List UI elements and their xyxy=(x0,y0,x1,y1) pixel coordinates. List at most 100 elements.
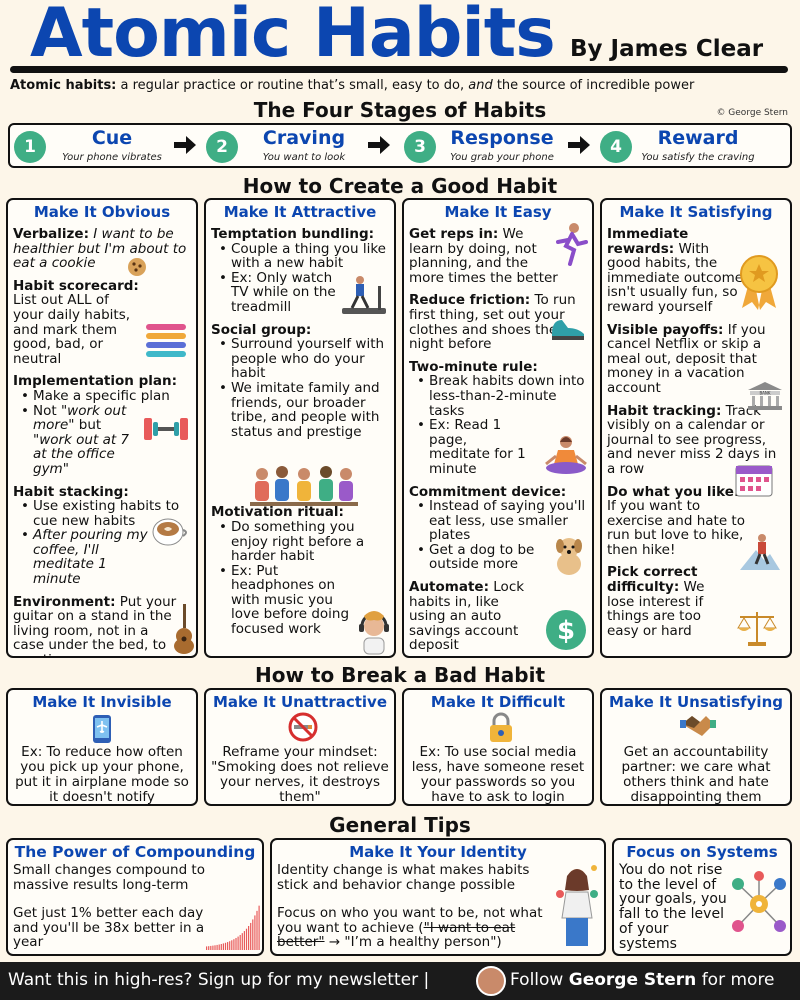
card-title: Make It Unsatisfying xyxy=(608,693,783,711)
stage-name: Craving xyxy=(262,127,346,149)
lock-icon xyxy=(490,712,512,742)
bad-habit-heading: How to Break a Bad Habit xyxy=(254,663,546,687)
growth-bar xyxy=(212,945,214,950)
ritual-tip: Motivation ritual: xyxy=(211,505,389,520)
tip-text: Not xyxy=(33,402,61,419)
tip-text: Focus on who you want to be, not what yo… xyxy=(277,905,543,936)
copyright-credit: © George Stern xyxy=(716,108,788,118)
airplane-mode-phone-icon xyxy=(93,715,111,743)
growth-bar xyxy=(248,926,250,950)
stage-number: 1 xyxy=(14,131,46,163)
stage-example: You grab your phone xyxy=(450,152,554,163)
growth-bar xyxy=(222,943,224,950)
growth-bar xyxy=(237,936,239,950)
temptation-list: Couple a thing you like with a new habit… xyxy=(211,241,389,315)
byline: By James Clear xyxy=(570,36,764,62)
focus-on-systems-card: Focus on Systems You do not rise to the … xyxy=(612,838,792,956)
list-item: After pouring my coffee, I'll meditate 1… xyxy=(21,528,191,586)
make-it-easy-card: Make It Easy Get reps in: We learn by do… xyxy=(402,198,594,658)
make-it-attractive-card: Make It Attractive Temptation bundling: … xyxy=(204,198,396,658)
tip-label: Temptation bundling: xyxy=(211,226,375,242)
stacking-tip: Habit stacking: xyxy=(13,483,191,500)
list-item: We imitate family and friends, our broad… xyxy=(219,381,389,439)
gears-network-icon xyxy=(732,871,786,932)
headphones-person-icon xyxy=(359,611,389,655)
growth-bar xyxy=(220,943,222,950)
card-title: Focus on Systems xyxy=(626,843,778,861)
tip-text: If you want to exercise and hate to run … xyxy=(607,498,745,558)
author-name: George Stern xyxy=(568,970,697,990)
card-text: Get an accountability partner: we care w… xyxy=(621,744,771,805)
card-text: Identity change is what makes habits sti… xyxy=(277,862,530,893)
make-it-unattractive-card: Make It Unattractive Reframe your mindse… xyxy=(204,688,396,806)
card-title: The Power of Compounding xyxy=(14,843,256,861)
card-text: You do not rise to the level of your goa… xyxy=(619,862,727,952)
arrow-right-icon xyxy=(568,136,590,154)
make-it-your-identity-card: Make It Your Identity Identity change is… xyxy=(270,838,606,956)
avatar xyxy=(476,966,506,996)
habit-tracking-tip: Habit tracking: Track visibly on a calen… xyxy=(607,402,785,477)
stacking-list: Use existing habits to cue new habits Af… xyxy=(13,499,191,587)
tip-label: Pick correct difficulty: xyxy=(607,564,698,596)
two-minute-tip: Two-minute rule: xyxy=(409,358,587,375)
card-text: Get just 1% better each day and you'll b… xyxy=(13,905,205,951)
handshake-icon xyxy=(680,716,716,736)
growth-bar xyxy=(233,939,235,950)
card-text: Reframe your mindset: "Smoking does not … xyxy=(211,744,389,805)
tip-label: Get reps in: xyxy=(409,226,499,242)
tip-label: Do what you like: xyxy=(607,483,740,500)
card-text: Ex: To use social media less, have someo… xyxy=(411,744,585,805)
list-item: Instead of saying you'll eat less, use s… xyxy=(417,499,587,543)
make-it-invisible-card: Make It Invisible Ex: To reduce how ofte… xyxy=(6,688,198,806)
tip-text: "work out more" xyxy=(33,402,127,434)
tip-text: Track visibly on a calendar or journal t… xyxy=(607,402,777,477)
newsletter-text[interactable]: Want this in high-res? Sign up for my ne… xyxy=(8,970,430,990)
growth-bar xyxy=(243,931,245,950)
struck-text: "I want to eat better" xyxy=(277,919,516,951)
tip-label: Commitment device: xyxy=(409,483,567,500)
bank-icon: BANK xyxy=(748,382,782,410)
tip-text: We lose interest if things are too easy … xyxy=(607,579,705,639)
no-smoking-icon xyxy=(288,712,318,742)
runner-icon xyxy=(556,223,588,266)
stage-number: 2 xyxy=(206,131,238,163)
verbalize-tip: Verbalize: I want to be healthier but I'… xyxy=(13,227,191,271)
list-item: Couple a thing you like with a new habit xyxy=(219,241,389,271)
commitment-list: Instead of saying you'll eat less, use s… xyxy=(409,499,587,572)
growth-bar xyxy=(227,942,229,950)
list-icon xyxy=(146,324,186,357)
hiker-icon xyxy=(740,534,780,570)
stage-number: 3 xyxy=(404,131,436,163)
difficulty-tip: Pick correct difficulty: We lose interes… xyxy=(607,565,785,638)
tip-text: but xyxy=(74,417,102,434)
list-item: Do something you enjoy right before a ha… xyxy=(219,520,389,564)
guitar-icon xyxy=(174,604,194,654)
do-what-you-like-tip: Do what you like: If you want to exercis… xyxy=(607,483,785,558)
list-item: Use existing habits to cue new habits xyxy=(21,499,191,528)
stage-example: Your phone vibrates xyxy=(62,152,162,163)
tip-label: Visible payoffs: xyxy=(607,321,724,338)
calendar-icon xyxy=(735,465,773,497)
tip-label: Environment: xyxy=(13,593,116,610)
environment-tip: Environment: Put your guitar on a stand … xyxy=(13,593,191,656)
tip-text: Lock habits in, like using an auto savin… xyxy=(409,579,525,654)
tip-text: We learn by doing, not planning, and the… xyxy=(409,226,558,286)
tip-label: Reduce friction: xyxy=(409,292,531,309)
ritual-list: Do something you enjoy right before a ha… xyxy=(211,520,389,637)
list-item: Make a specific plan xyxy=(21,389,191,404)
follow-text[interactable]: Follow George Stern for more xyxy=(510,970,775,990)
stage-example: You satisfy the craving xyxy=(641,152,755,163)
card-text: Ex: To reduce how often you pick up your… xyxy=(15,744,189,805)
tip-text: With good habits, the immediate outcome … xyxy=(607,240,744,315)
tip-label: Habit stacking: xyxy=(13,483,129,500)
list-item: Get a dog to be outside more xyxy=(417,543,587,572)
definition-term: Atomic habits: xyxy=(10,78,117,93)
growth-bar xyxy=(239,934,241,950)
visible-payoffs-tip: Visible payoffs: If you cancel Netflix o… xyxy=(607,321,785,396)
page-title: Atomic Habits xyxy=(30,0,556,73)
definition-text-b: the source of incredible power xyxy=(492,78,695,93)
friction-tip: Reduce friction: To run first thing, set… xyxy=(409,293,587,351)
tip-label: Two-minute rule: xyxy=(409,358,538,375)
growth-bar xyxy=(214,945,216,950)
power-of-compounding-card: The Power of Compounding Small changes c… xyxy=(6,838,264,956)
